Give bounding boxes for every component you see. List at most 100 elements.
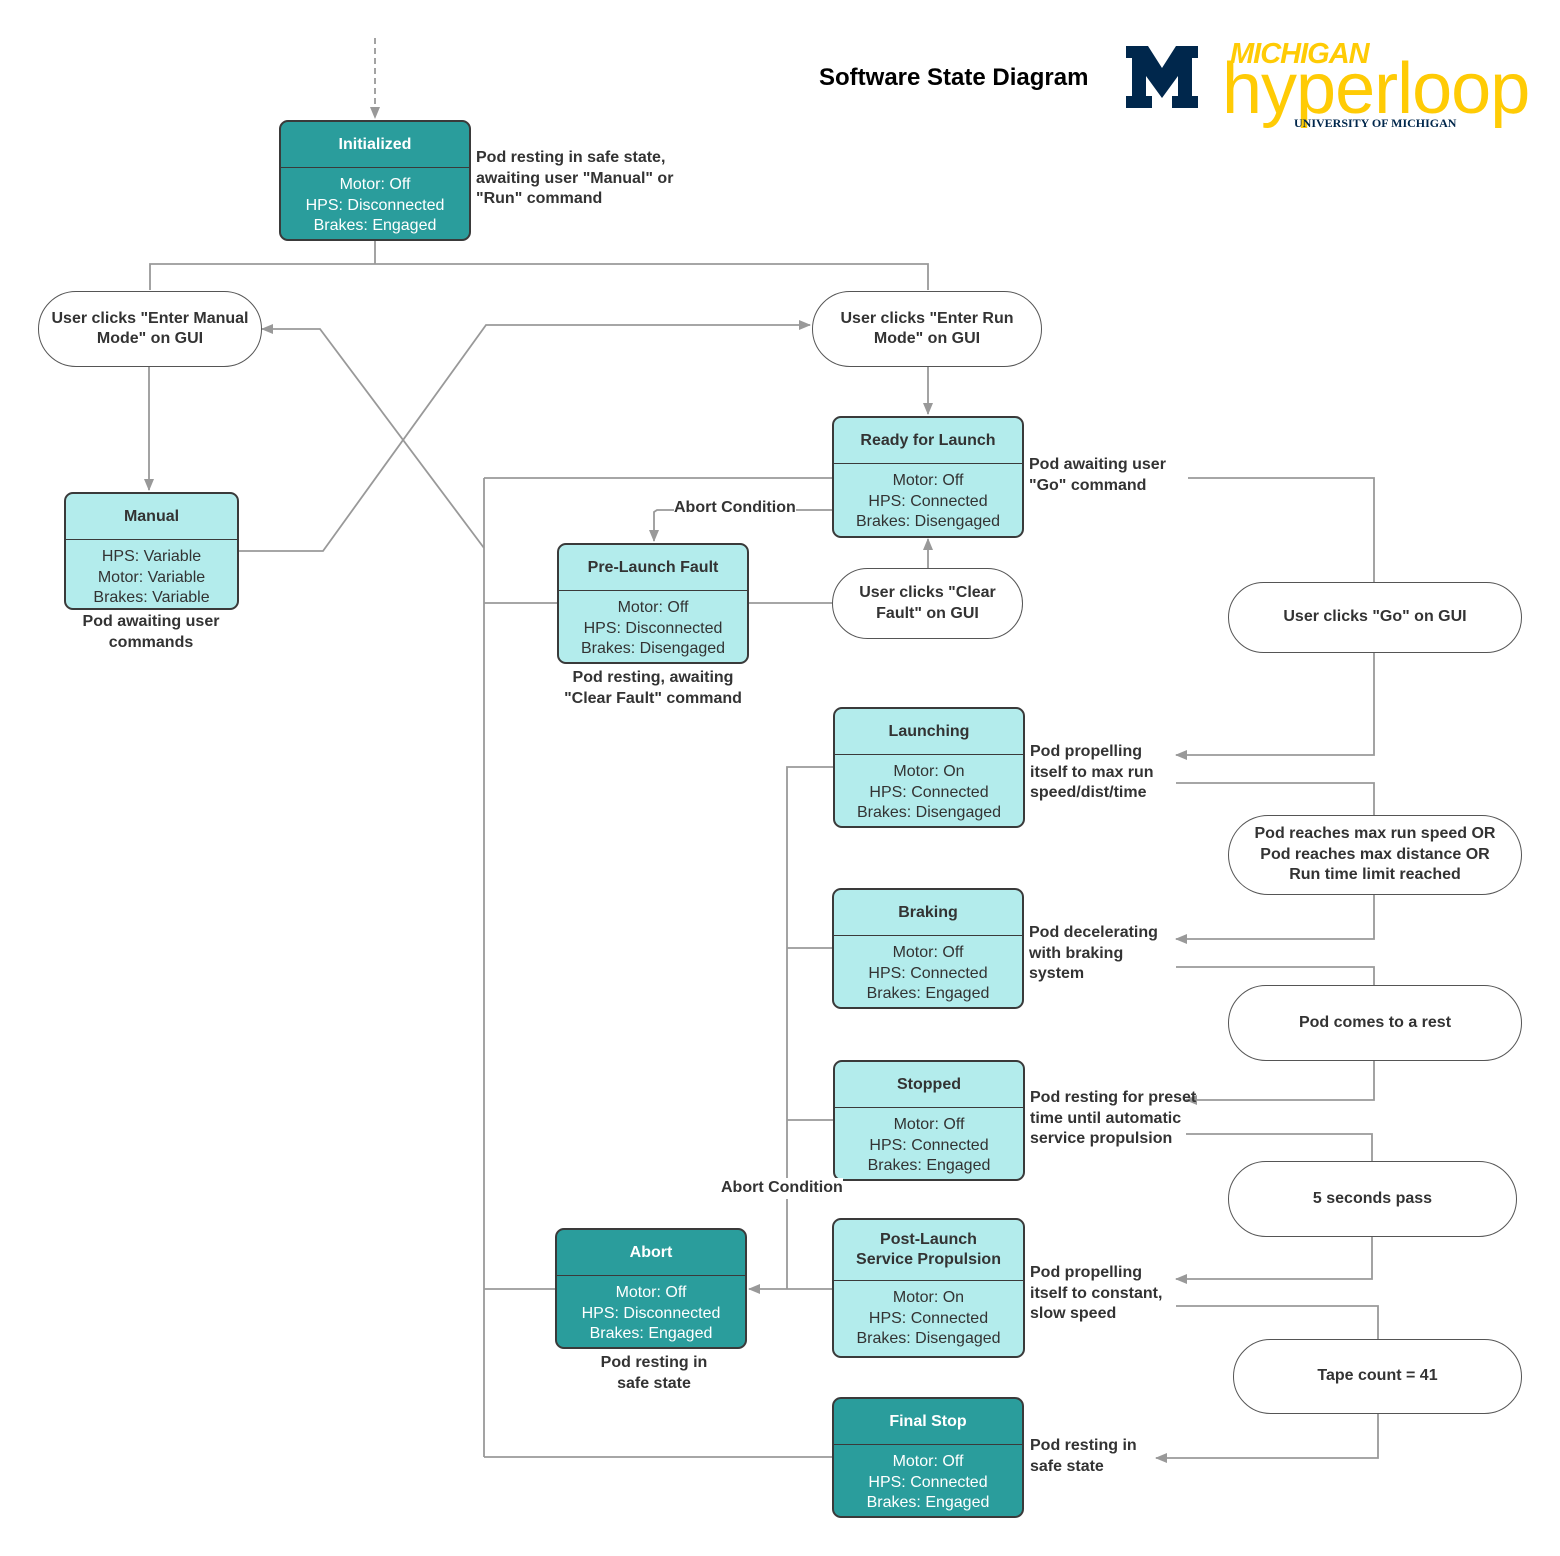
state-hps: HPS: Disconnected xyxy=(583,619,723,637)
event-line: User clicks "Enter Run xyxy=(840,309,1014,327)
note-line: slow speed xyxy=(1030,1305,1117,1322)
event-line: 5 seconds pass xyxy=(1312,1189,1433,1207)
note-line: safe state xyxy=(1030,1457,1104,1475)
state-braking: Braking Motor: Off HPS: Connected Brakes… xyxy=(832,888,1024,1009)
event-line: User clicks "Go" on GUI xyxy=(1283,608,1467,626)
state-motor: Motor: Off xyxy=(339,176,411,193)
note-line: service propulsion xyxy=(1030,1130,1173,1147)
postlaunch-to-tape-event xyxy=(1176,1305,1379,1339)
logo-university-text: UNIVERSITY OF MICHIGAN xyxy=(1294,116,1457,130)
note-line: Pod resting, awaiting xyxy=(572,669,734,686)
state-brakes: Brakes: Disengaged xyxy=(856,804,1002,821)
note-line: safe state xyxy=(617,1374,691,1392)
note-line: with braking xyxy=(1029,944,1124,962)
state-motor: Motor: Off xyxy=(892,472,964,489)
note-line: awaiting user "Manual" or xyxy=(476,169,674,187)
abort-bus-right xyxy=(786,766,833,1289)
note-launching: Pod propelling itself to max run speed/d… xyxy=(1030,742,1154,804)
state-brakes: Brakes: Disengaged xyxy=(855,513,1001,530)
note-stopped: Pod resting for preset time until automa… xyxy=(1030,1088,1196,1150)
event-line: Run time limit reached xyxy=(1289,866,1461,884)
state-title-line: Post-Launch xyxy=(880,1231,977,1248)
note-line: Pod propelling xyxy=(1030,1264,1142,1281)
state-pre-launch-fault: Pre-Launch Fault Motor: Off HPS: Disconn… xyxy=(557,543,749,664)
state-title: Launching xyxy=(835,709,1023,755)
event-enter-run-mode: User clicks "Enter Run Mode" on GUI xyxy=(812,291,1042,367)
ready-to-go-event xyxy=(1188,477,1375,582)
state-title: Abort xyxy=(557,1230,745,1276)
event-go: User clicks "Go" on GUI xyxy=(1228,582,1522,653)
tape-event-to-finalstop xyxy=(1155,1413,1379,1463)
state-brakes: Brakes: Engaged xyxy=(866,985,990,1002)
event-line: User clicks "Clear xyxy=(859,584,996,601)
five-event-to-postlaunch xyxy=(1175,1236,1373,1284)
note-line: system xyxy=(1029,965,1085,982)
state-title-line: Service Propulsion xyxy=(856,1251,1001,1268)
note-line: time until automatic xyxy=(1030,1109,1182,1127)
state-brakes: Brakes: Disengaged xyxy=(580,640,726,657)
note-line: itself to max run xyxy=(1030,763,1154,781)
event-clear-fault: User clicks "Clear Fault" on GUI xyxy=(832,568,1023,639)
state-title: Post-Launch Service Propulsion xyxy=(834,1220,1023,1281)
state-brakes: Brakes: Engaged xyxy=(867,1157,991,1174)
state-title: Final Stop xyxy=(834,1399,1022,1445)
logo-michigan-text: MICHIGAN xyxy=(1230,38,1370,70)
state-title: Ready for Launch xyxy=(834,418,1022,464)
note-ready: Pod awaiting user "Go" command xyxy=(1029,455,1166,496)
state-ready-for-launch: Ready for Launch Motor: Off HPS: Connect… xyxy=(832,416,1024,538)
state-motor: Motor: Off xyxy=(615,1284,687,1301)
state-hps: HPS: Disconnected xyxy=(305,196,445,214)
note-line: commands xyxy=(108,633,194,651)
note-line: Pod resting in safe state, xyxy=(476,149,666,166)
state-brakes: Brakes: Engaged xyxy=(589,1325,713,1342)
note-line: Pod decelerating xyxy=(1029,924,1158,941)
state-hps: HPS: Connected xyxy=(869,783,989,801)
state-hps: HPS: Disconnected xyxy=(581,1304,721,1322)
note-line: Pod awaiting user xyxy=(1029,456,1166,473)
event-line: Tape count = 41 xyxy=(1317,1367,1438,1385)
event-line: Pod comes to a rest xyxy=(1298,1013,1452,1031)
stopped-to-five-event xyxy=(1186,1133,1373,1161)
state-motor: Motor: On xyxy=(893,763,965,780)
manual-to-run-event xyxy=(239,320,811,552)
state-title: Stopped xyxy=(835,1062,1023,1108)
state-title: Braking xyxy=(834,890,1022,936)
state-motor: Motor: Off xyxy=(892,1453,964,1470)
state-motor: Motor: Variable xyxy=(97,568,206,586)
note-abort: Pod resting in safe state xyxy=(574,1353,734,1394)
event-line: Mode" on GUI xyxy=(96,330,204,347)
state-brakes: Brakes: Disengaged xyxy=(856,1330,1001,1347)
state-hps: HPS: Connected xyxy=(868,1473,988,1491)
state-brakes: Brakes: Engaged xyxy=(313,217,437,234)
note-initialized: Pod resting in safe state, awaiting user… xyxy=(476,148,673,210)
event-line: Mode" on GUI xyxy=(873,330,981,347)
state-motor: Motor: Off xyxy=(617,599,689,616)
note-line: "Run" command xyxy=(476,190,603,207)
event-line: Fault" on GUI xyxy=(876,604,979,622)
note-line: Pod awaiting user xyxy=(82,613,220,630)
state-final-stop: Final Stop Motor: Off HPS: Connected Bra… xyxy=(832,1397,1024,1518)
note-manual: Pod awaiting user commands xyxy=(66,612,236,653)
state-brakes: Brakes: Engaged xyxy=(866,1494,990,1511)
logo-hyperloop-text: hyperloop xyxy=(1222,49,1530,129)
event-max-reached: Pod reaches max run speed OR Pod reaches… xyxy=(1228,815,1522,895)
note-prefault: Pod resting, awaiting "Clear Fault" comm… xyxy=(553,668,753,709)
state-motor: Motor: On xyxy=(892,1289,965,1306)
state-initialized: Initialized Motor: Off HPS: Disconnected… xyxy=(279,120,471,241)
state-title: Pre-Launch Fault xyxy=(559,545,747,591)
note-line: "Go" command xyxy=(1029,476,1147,494)
note-line: Pod propelling xyxy=(1030,743,1142,760)
go-event-to-launching xyxy=(1175,652,1375,760)
note-line: "Clear Fault" command xyxy=(564,689,742,707)
state-motor: Motor: Off xyxy=(893,1116,965,1133)
state-motor: Motor: Off xyxy=(892,944,964,961)
block-m-icon xyxy=(1126,46,1198,108)
event-five-seconds: 5 seconds pass xyxy=(1228,1161,1517,1237)
event-line: User clicks "Enter Manual xyxy=(51,309,249,327)
note-finalstop: Pod resting in safe state xyxy=(1030,1436,1137,1477)
event-enter-manual-mode: User clicks "Enter Manual Mode" on GUI xyxy=(38,291,262,367)
note-braking: Pod decelerating with braking system xyxy=(1029,923,1158,985)
state-title: Initialized xyxy=(281,122,469,168)
max-event-to-braking xyxy=(1175,895,1375,944)
